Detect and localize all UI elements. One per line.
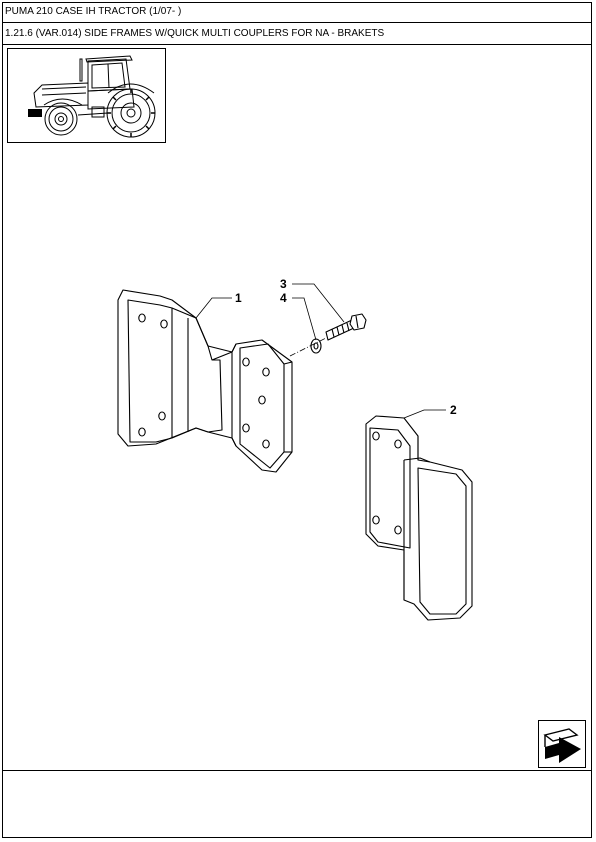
next-page-arrow-icon [543,728,581,763]
tractor-thumbnail [7,48,166,143]
header-divider [2,22,592,23]
part-4-washer [310,338,322,354]
callout-3: 3 [280,277,287,291]
next-page-button[interactable] [538,720,586,768]
callout-2: 2 [450,403,457,417]
part-3-bolt [325,313,367,341]
section-title: 1.21.6 (VAR.014) SIDE FRAMES W/QUICK MUL… [5,28,385,39]
tractor-icon [28,55,156,138]
location-marker [28,109,42,117]
section-divider [2,44,592,45]
model-title: PUMA 210 CASE IH TRACTOR (1/07- ) [5,6,182,17]
callout-1: 1 [235,291,242,305]
footer-divider [2,770,592,771]
part-2-bracket [365,415,473,621]
callout-4: 4 [280,291,287,305]
